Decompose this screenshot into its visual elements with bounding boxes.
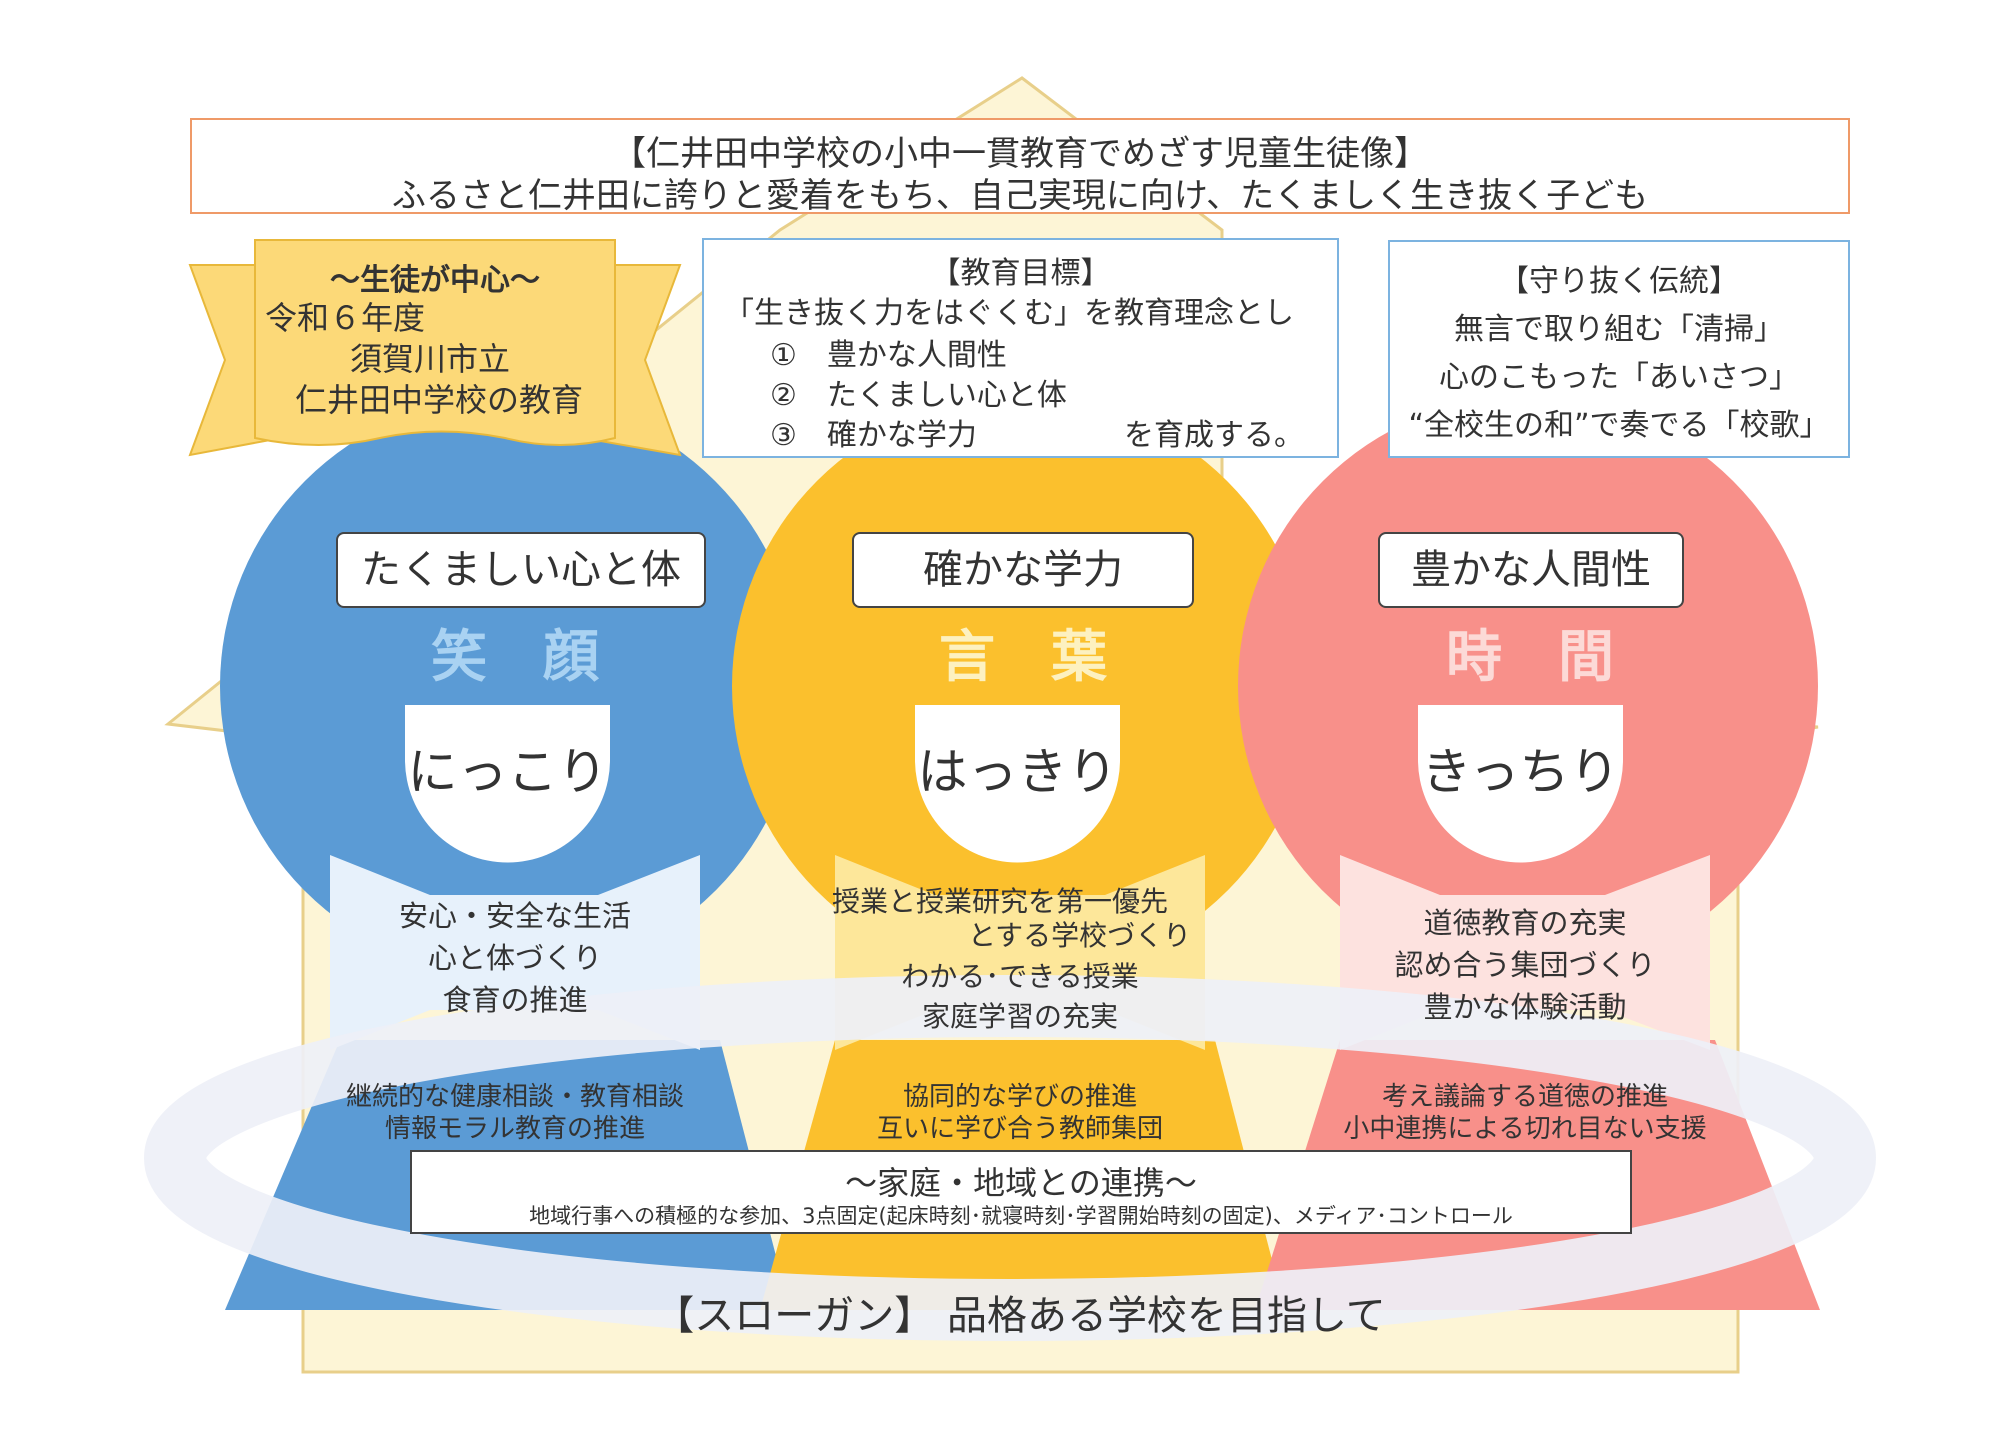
education-goals-box: 【教育目標】 「生き抜く力をはぐくむ」を教育理念とし ① 豊かな人間性 ② たく… (702, 238, 1339, 458)
ribbon-line-2: 令和６年度 (265, 299, 426, 337)
pillar-pink-bow-3: 豊かな体験活動 (1423, 990, 1627, 1024)
pillar-pink-word: 時 間 (1446, 625, 1614, 690)
tradition-line-3: “全校生の和”で奏でる「校歌」 (1408, 408, 1830, 443)
header-subtitle: ふるさと仁井田に誇りと愛着をもち、自己実現に向け、たくましく生き抜く子ども (391, 176, 1649, 216)
blue-figure-face (405, 705, 610, 863)
goals-intro: 「生き抜く力をはぐくむ」を教育理念とし (724, 296, 1294, 331)
ribbon-line-1: ～生徒が中心～ (330, 263, 540, 298)
pillar-yellow-bow-4: 家庭学習の充実 (921, 1000, 1118, 1033)
pillar-pink-bottom-1: 考え議論する道徳の推進 (1381, 1082, 1668, 1112)
pillar-yellow-bottom-1: 協同的な学びの推進 (902, 1082, 1137, 1112)
ribbon-line-3: 須賀川市立 (350, 340, 511, 378)
tradition-line-2: 心のこもった「あいさつ」 (1439, 360, 1799, 395)
community-title: ～家庭・地域との連携～ (845, 1164, 1197, 1202)
goals-item-3: ③ 確かな学力 (770, 418, 977, 453)
community-body: 地域行事への積極的な参加、3点固定(起床時刻･就寝時刻･学習開始時刻の固定)、メ… (529, 1204, 1513, 1228)
tradition-box: 【守り抜く伝統】 無言で取り組む「清掃」 心のこもった「あいさつ」 “全校生の和… (1388, 240, 1850, 458)
goals-title: 【教育目標】 (930, 256, 1111, 291)
goals-item-2: ② たくましい心と体 (770, 378, 1067, 413)
pillar-blue-label: たくましい心と体 (336, 532, 706, 608)
tradition-line-1: 無言で取り組む「清掃」 (1454, 312, 1784, 347)
header-box: 【仁井田中学校の小中一貫教育でめざす児童生徒像】 ふるさと仁井田に誇りと愛着をも… (190, 118, 1850, 216)
pillar-yellow-word: 言 葉 (939, 625, 1107, 690)
ribbon-line-4: 仁井田中学校の教育 (295, 381, 584, 419)
pillar-pink-bow-1: 道徳教育の充実 (1423, 906, 1627, 940)
pillar-blue-bottom-2: 情報モラル教育の推進 (384, 1114, 645, 1144)
pillar-blue-word: 笑 顔 (431, 625, 599, 690)
pillar-yellow-bow-3: わかる･できる授業 (901, 960, 1139, 993)
pillar-yellow-bottom-2: 互いに学び合う教師集団 (876, 1114, 1163, 1144)
goals-item-1: ① 豊かな人間性 (770, 338, 1007, 373)
slogan-text: 【スローガン】 品格ある学校を目指して (654, 1293, 1386, 1339)
community-ring (144, 975, 1876, 1341)
header-title: 【仁井田中学校の小中一貫教育でめざす児童生徒像】 (612, 134, 1428, 174)
pillar-yellow-label: 確かな学力 (852, 532, 1194, 608)
pillar-yellow-bow-2: とする学校づくり (968, 919, 1192, 952)
pillar-pink-label: 豊かな人間性 (1378, 532, 1684, 608)
pillar-blue-bow-3: 食育の推進 (442, 983, 588, 1017)
goals-tail: を育成する。 (1124, 418, 1304, 453)
pillar-yellow-bow-1: 授業と授業研究を第一優先 (832, 885, 1169, 918)
pillar-blue-bow-2: 心と体づくり (427, 941, 602, 975)
pillar-yellow-face: はっきり (917, 743, 1118, 801)
tradition-title: 【守り抜く伝統】 (1499, 264, 1739, 299)
pillar-blue-bow-1: 安心・安全な生活 (398, 899, 631, 933)
yellow-figure-face (915, 705, 1120, 863)
pillar-pink-bottom-2: 小中連携による切れ目ない支援 (1343, 1114, 1707, 1144)
pillar-blue-bottom-1: 継続的な健康相談・教育相談 (345, 1082, 684, 1112)
pillar-blue-face: にっこり (407, 743, 608, 801)
ribbon-body (254, 239, 616, 446)
community-box: ～家庭・地域との連携～ 地域行事への積極的な参加、3点固定(起床時刻･就寝時刻･… (410, 1150, 1632, 1234)
pillar-pink-bow-2: 認め合う集団づくり (1394, 948, 1656, 982)
pink-figure-face (1417, 705, 1623, 863)
pillar-pink-face: きっちり (1421, 743, 1620, 801)
